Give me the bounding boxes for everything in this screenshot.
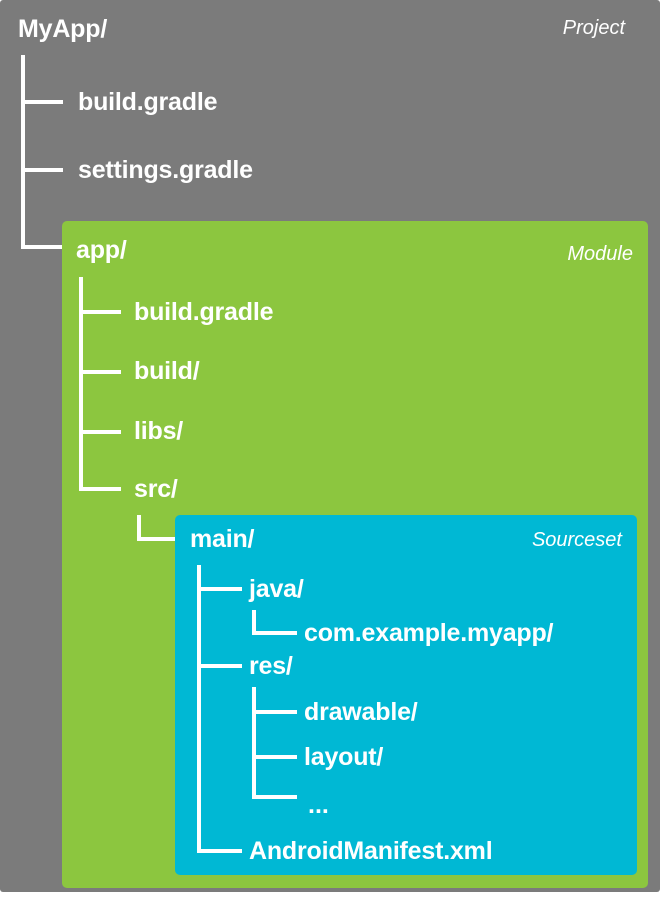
module-scope-tag: Module (567, 243, 633, 265)
module-child-build-dir: build/ (134, 357, 200, 385)
module-root-label: app/ (76, 236, 127, 264)
res-subtree-trunk (252, 687, 256, 799)
module-tree-trunk (79, 277, 83, 491)
module-tree-branch-src (79, 487, 121, 491)
sourceset-child-layout: layout/ (304, 743, 384, 771)
sourceset-scope-tag: Sourceset (531, 529, 622, 551)
sourceset-root-label: main/ (190, 525, 255, 553)
sourceset-tree-branch-manifest (197, 849, 242, 853)
sourceset-child-java: java/ (249, 575, 304, 603)
module-child-src: src/ (134, 475, 178, 503)
sourceset-child-drawable: drawable/ (304, 698, 418, 726)
project-child-build-gradle: build.gradle (78, 88, 218, 116)
sourceset-tree-branch-res (197, 664, 242, 668)
module-tree-branch-build-gradle (79, 310, 121, 314)
sourceset-tree-trunk (197, 565, 201, 853)
java-subtree-branch-package (252, 631, 297, 635)
sourceset-tree-branch-java (197, 587, 242, 591)
res-subtree-branch-layout (252, 755, 297, 759)
res-subtree-branch-more (252, 795, 297, 799)
project-tree-branch-build-gradle (21, 100, 63, 104)
sourceset-child-package: com.example.myapp/ (304, 619, 554, 647)
project-tree-branch-settings-gradle (21, 168, 63, 172)
src-to-main-branch (137, 537, 177, 541)
project-root-label: MyApp/ (18, 15, 108, 43)
project-tree-trunk (21, 55, 25, 249)
sourceset-child-more: ... (308, 791, 329, 819)
module-child-libs: libs/ (134, 417, 184, 445)
project-tree-branch-app (21, 245, 63, 249)
project-child-settings-gradle: settings.gradle (78, 156, 253, 184)
project-scope-tag: Project (562, 17, 625, 39)
module-tree-branch-build-dir (79, 370, 121, 374)
res-subtree-branch-drawable (252, 710, 297, 714)
java-subtree-trunk (252, 610, 256, 635)
sourceset-container (175, 515, 637, 875)
src-to-main-trunk (137, 515, 141, 541)
module-tree-branch-libs (79, 430, 121, 434)
module-child-build-gradle: build.gradle (134, 298, 274, 326)
sourceset-child-manifest: AndroidManifest.xml (249, 837, 493, 865)
sourceset-child-res: res/ (249, 652, 293, 680)
